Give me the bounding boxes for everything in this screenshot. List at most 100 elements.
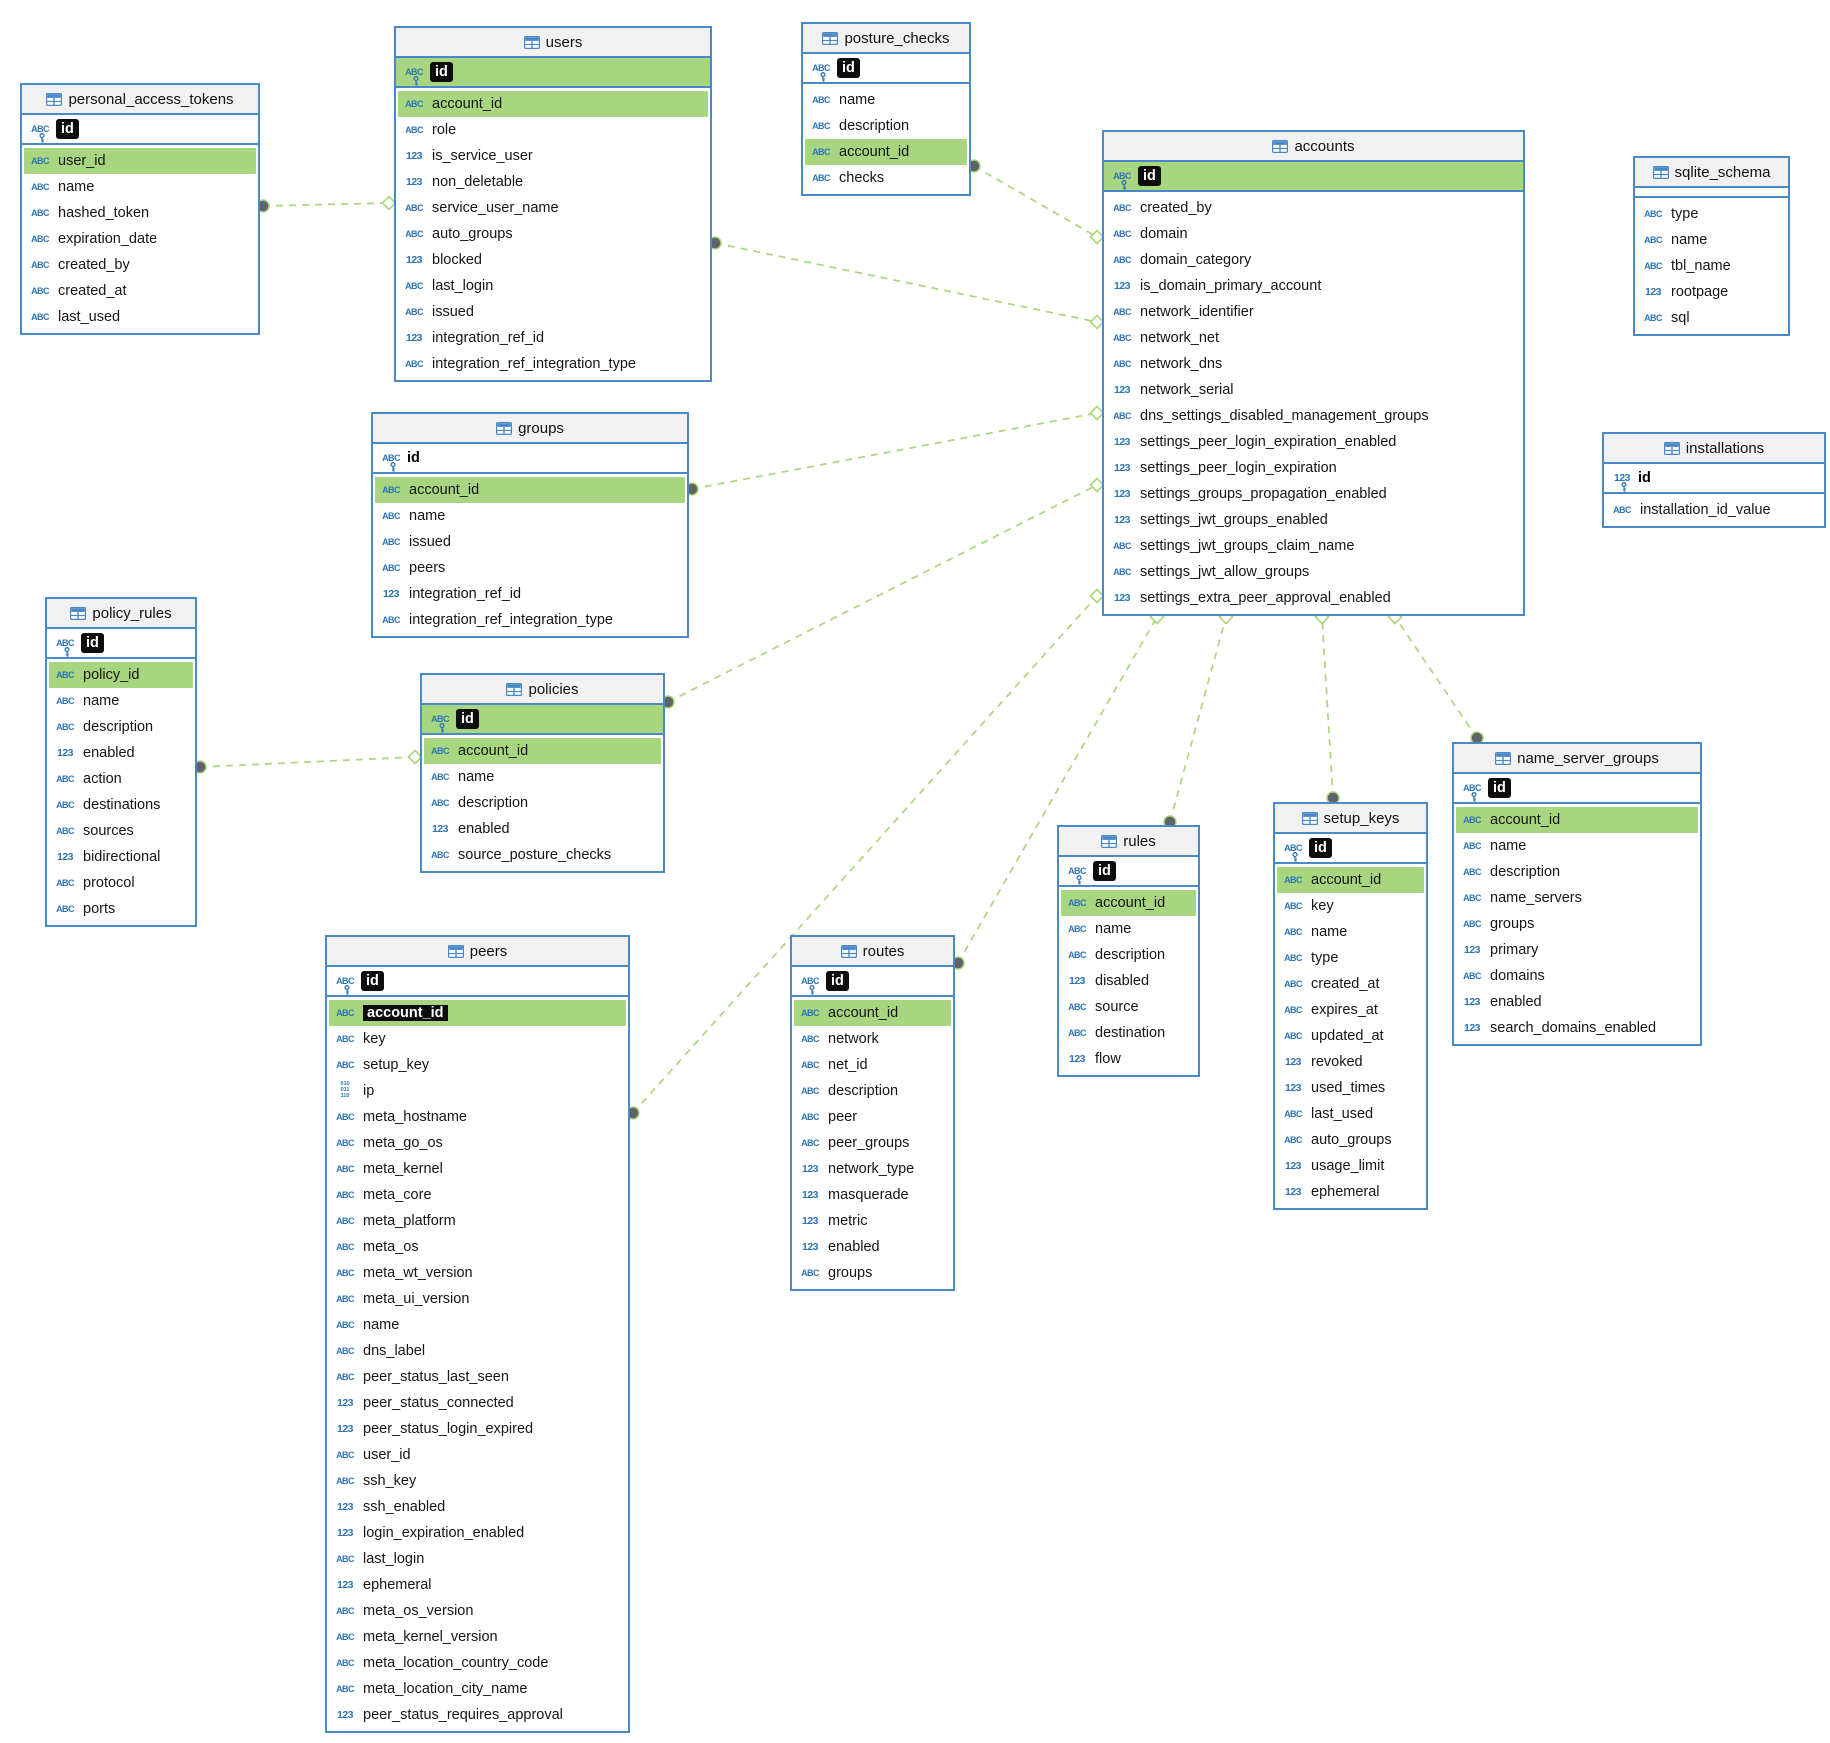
relationship-line[interactable] bbox=[1169, 616, 1227, 823]
table-header-posture_checks[interactable]: posture_checks bbox=[803, 24, 969, 54]
relationship-setup_keys-accounts[interactable] bbox=[1314, 609, 1340, 805]
table-header-installations[interactable]: installations bbox=[1604, 434, 1824, 464]
table-header-policy_rules[interactable]: policy_rules bbox=[47, 599, 195, 629]
relationship-personal_access_tokens-users[interactable] bbox=[256, 195, 397, 213]
relationship-policies-accounts[interactable] bbox=[661, 477, 1105, 709]
relationship-routes-accounts[interactable] bbox=[951, 609, 1165, 970]
table-header-sqlite_schema[interactable]: sqlite_schema bbox=[1635, 158, 1788, 188]
relationship-posture_checks-accounts[interactable] bbox=[967, 159, 1105, 245]
relationship-line[interactable] bbox=[667, 484, 1098, 703]
relationship-groups-accounts[interactable] bbox=[685, 405, 1105, 496]
table-header-setup_keys[interactable]: setup_keys bbox=[1275, 804, 1426, 834]
relationship-name_server_groups-accounts[interactable] bbox=[1387, 609, 1484, 745]
